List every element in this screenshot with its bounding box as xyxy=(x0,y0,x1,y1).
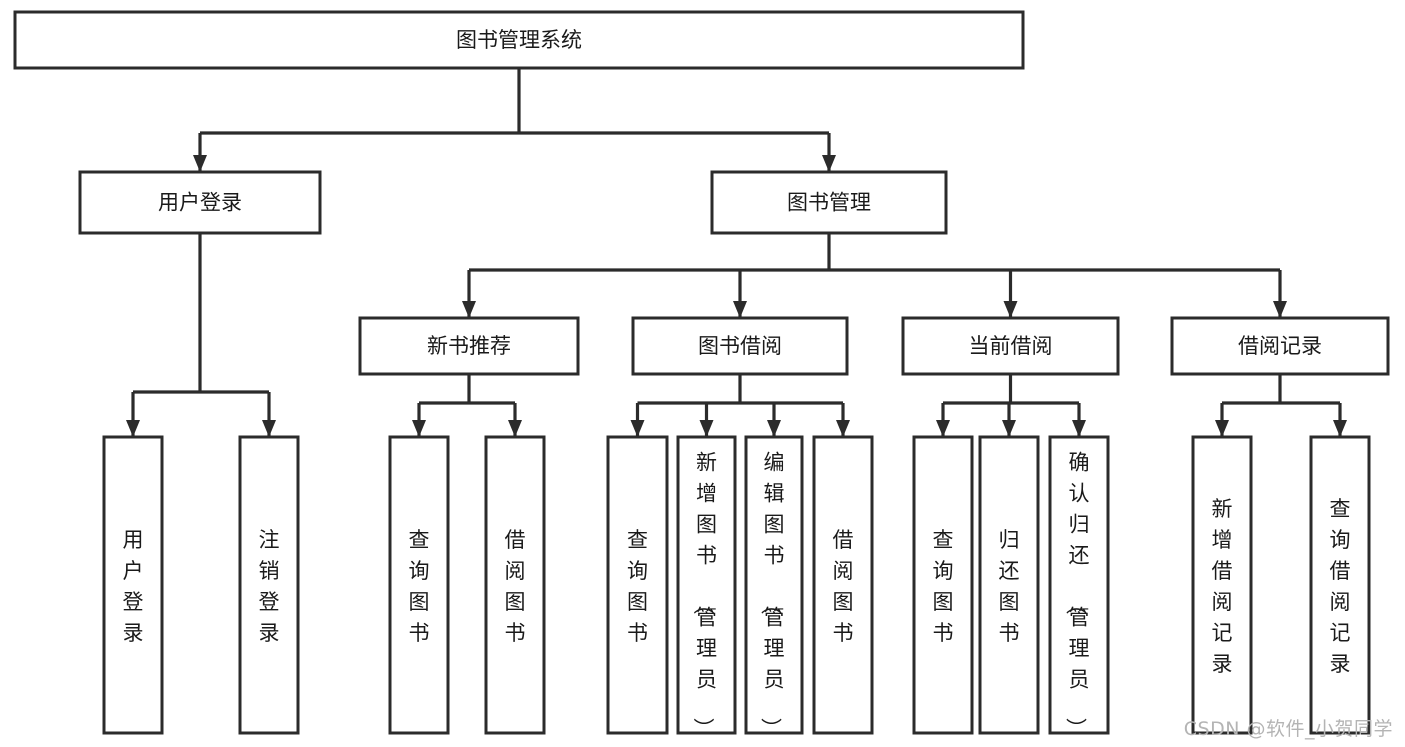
node-book-management[interactable]: 图书管理 xyxy=(710,170,948,235)
arrow-head-icon xyxy=(822,155,836,172)
arrow-head-icon xyxy=(1072,420,1086,437)
node-label-leaf-return-book: 归还图书 xyxy=(999,528,1020,645)
node-label-leaf-confirm-return-admin: 确认归还（管理员） xyxy=(1064,451,1090,739)
node-label-leaf-query-book-new: 查询图书 xyxy=(409,528,430,645)
node-label-book-management: 图书管理 xyxy=(787,191,871,215)
node-leaf-borrow-book-new[interactable]: 借阅图书 xyxy=(484,435,546,735)
arrow-head-icon xyxy=(1003,301,1018,318)
node-label-leaf-user-login: 用户登录 xyxy=(123,528,144,645)
arrow-head-icon xyxy=(508,420,522,437)
node-current-borrow[interactable]: 当前借阅 xyxy=(901,316,1120,376)
node-label-borrow-record: 借阅记录 xyxy=(1238,334,1322,358)
node-leaf-user-login[interactable]: 用户登录 xyxy=(102,435,164,735)
node-leaf-return-book[interactable]: 归还图书 xyxy=(978,435,1040,735)
node-label-user-login: 用户登录 xyxy=(158,191,242,215)
arrow-head-icon xyxy=(1333,420,1347,437)
node-leaf-query-borrow-record[interactable]: 查询借阅记录 xyxy=(1309,435,1371,735)
node-label-current-borrow: 当前借阅 xyxy=(969,334,1053,358)
node-root[interactable]: 图书管理系统 xyxy=(13,10,1025,70)
node-label-leaf-add-borrow-record: 新增借阅记录 xyxy=(1212,497,1233,676)
node-label-leaf-borrow-book-new: 借阅图书 xyxy=(505,528,526,645)
node-leaf-confirm-return-admin[interactable]: 确认归还（管理员） xyxy=(1048,435,1110,739)
arrow-head-icon xyxy=(262,420,276,437)
node-user-login[interactable]: 用户登录 xyxy=(78,170,322,235)
node-label-leaf-user-logout: 注销登录 xyxy=(259,528,280,645)
node-leaf-user-logout[interactable]: 注销登录 xyxy=(238,435,300,735)
arrow-head-icon xyxy=(699,420,714,437)
node-label-book-borrow: 图书借阅 xyxy=(698,334,782,358)
node-label-leaf-query-book-cur: 查询图书 xyxy=(933,528,954,645)
node-label-leaf-edit-book-admin: 编辑图书（管理员） xyxy=(759,451,785,739)
arrow-head-icon xyxy=(767,420,781,437)
connector-lines xyxy=(126,68,1347,437)
node-borrow-record[interactable]: 借阅记录 xyxy=(1170,316,1390,376)
arrow-head-icon xyxy=(412,420,426,437)
node-leaf-borrow-book[interactable]: 借阅图书 xyxy=(812,435,874,735)
arrow-head-icon xyxy=(1002,420,1016,437)
node-boxes: 图书管理系统用户登录图书管理新书推荐图书借阅当前借阅借阅记录用户登录注销登录查询… xyxy=(13,10,1390,739)
node-label-new-book-recommend: 新书推荐 xyxy=(427,334,511,358)
node-label-leaf-query-book: 查询图书 xyxy=(627,528,648,645)
arrow-head-icon xyxy=(1215,420,1229,437)
node-new-book-recommend[interactable]: 新书推荐 xyxy=(358,316,580,376)
arrow-head-icon xyxy=(630,420,645,437)
node-label-root: 图书管理系统 xyxy=(456,28,582,52)
node-label-leaf-add-book-admin: 新增图书（管理员） xyxy=(691,451,717,739)
arrow-head-icon xyxy=(126,420,140,437)
node-book-borrow[interactable]: 图书借阅 xyxy=(631,316,849,376)
node-leaf-query-book[interactable]: 查询图书 xyxy=(606,435,669,735)
node-leaf-edit-book-admin[interactable]: 编辑图书（管理员） xyxy=(744,435,804,739)
arrow-head-icon xyxy=(193,155,207,172)
node-leaf-add-borrow-record[interactable]: 新增借阅记录 xyxy=(1191,435,1253,735)
arrow-head-icon xyxy=(1273,301,1287,318)
node-leaf-query-book-new[interactable]: 查询图书 xyxy=(388,435,450,735)
node-leaf-add-book-admin[interactable]: 新增图书（管理员） xyxy=(676,435,737,739)
arrow-head-icon xyxy=(836,420,850,437)
arrow-head-icon xyxy=(462,301,476,318)
node-label-leaf-query-borrow-record: 查询借阅记录 xyxy=(1330,497,1351,676)
node-label-leaf-borrow-book: 借阅图书 xyxy=(833,528,854,645)
arrow-head-icon xyxy=(733,301,747,318)
node-leaf-query-book-cur[interactable]: 查询图书 xyxy=(912,435,974,735)
csdn-watermark: CSDN @软件_小贺同学 xyxy=(1183,718,1393,740)
arrow-head-icon xyxy=(936,420,950,437)
